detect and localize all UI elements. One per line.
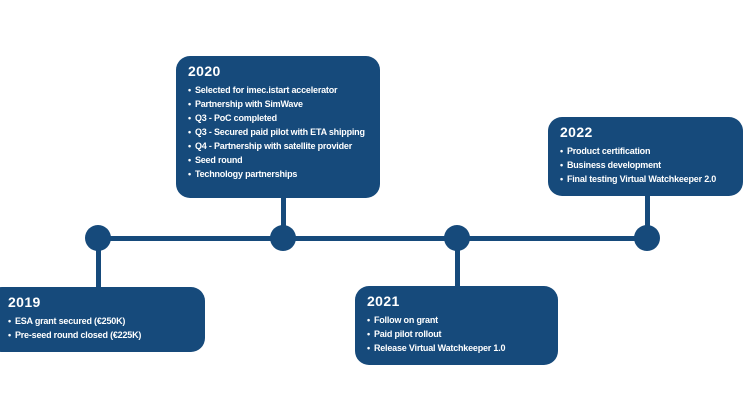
milestone-card-2021: 2021 • Follow on grant • Paid pilot roll… <box>355 286 558 365</box>
list-item-label: Seed round <box>194 155 243 165</box>
connector-2020 <box>281 197 286 239</box>
list-item-label: Q3 - PoC completed <box>194 113 277 123</box>
list-item: • Final testing Virtual Watchkeeper 2.0 <box>560 172 732 186</box>
bullet-icon: • <box>560 146 563 156</box>
list-item: • Business development <box>560 158 732 172</box>
list-item: • Seed round <box>188 153 369 167</box>
list-item-label: Q3 - Secured paid pilot with ETA shippin… <box>194 127 365 137</box>
list-item: • Q4 - Partnership with satellite provid… <box>188 139 369 153</box>
bullet-icon: • <box>188 155 191 165</box>
list-item: • ESA grant secured (€250K) <box>8 314 194 328</box>
bullet-icon: • <box>188 113 191 123</box>
bullet-icon: • <box>367 315 370 325</box>
bullet-icon: • <box>188 99 191 109</box>
bullet-icon: • <box>8 316 11 326</box>
milestone-year: 2022 <box>560 124 593 140</box>
list-item-label: Q4 - Partnership with satellite provider <box>194 141 352 151</box>
list-item-label: Product certification <box>566 146 651 156</box>
list-item: • Q3 - PoC completed <box>188 111 369 125</box>
list-item-label: Release Virtual Watchkeeper 1.0 <box>373 343 506 353</box>
list-item: • Follow on grant <box>367 313 547 327</box>
milestone-year: 2020 <box>188 63 221 79</box>
bullet-icon: • <box>188 127 191 137</box>
milestone-card-2020: 2020 • Selected for imec.istart accelera… <box>176 56 380 198</box>
list-item: • Partnership with SimWave <box>188 97 369 111</box>
milestone-card-2022: 2022 • Product certification • Business … <box>548 117 743 196</box>
bullet-icon: • <box>560 174 563 184</box>
list-item-label: Partnership with SimWave <box>194 99 303 109</box>
list-item-label: Final testing Virtual Watchkeeper 2.0 <box>566 174 717 184</box>
bullet-icon: • <box>367 329 370 339</box>
list-item-label: ESA grant secured (€250K) <box>14 316 126 326</box>
bullet-icon: • <box>367 343 370 353</box>
list-item: • Paid pilot rollout <box>367 327 547 341</box>
list-item-label: Paid pilot rollout <box>373 329 442 339</box>
list-item: • Q3 - Secured paid pilot with ETA shipp… <box>188 125 369 139</box>
milestone-year: 2019 <box>8 294 41 310</box>
list-item-label: Pre-seed round closed (€225K) <box>14 330 142 340</box>
connector-2022 <box>645 195 650 239</box>
bullet-icon: • <box>8 330 11 340</box>
list-item-label: Selected for imec.istart accelerator <box>194 85 338 95</box>
timeline-node-2020 <box>270 225 296 251</box>
connector-2019 <box>96 240 101 287</box>
bullet-icon: • <box>188 141 191 151</box>
list-item: • Pre-seed round closed (€225K) <box>8 328 194 342</box>
list-item: • Product certification <box>560 144 732 158</box>
milestone-year: 2021 <box>367 293 400 309</box>
timeline-node-2019 <box>85 225 111 251</box>
bullet-icon: • <box>188 169 191 179</box>
bullet-icon: • <box>560 160 563 170</box>
list-item: • Technology partnerships <box>188 167 369 181</box>
milestone-card-2019: 2019 • ESA grant secured (€250K) • Pre-s… <box>0 287 205 352</box>
timeline-axis-line <box>98 236 647 241</box>
list-item-label: Business development <box>566 160 661 170</box>
timeline-node-2022 <box>634 225 660 251</box>
list-item: • Release Virtual Watchkeeper 1.0 <box>367 341 547 355</box>
list-item: • Selected for imec.istart accelerator <box>188 83 369 97</box>
list-item-label: Follow on grant <box>373 315 438 325</box>
list-item-label: Technology partnerships <box>194 169 298 179</box>
bullet-icon: • <box>188 85 191 95</box>
connector-2021 <box>455 240 460 287</box>
timeline-node-2021 <box>444 225 470 251</box>
